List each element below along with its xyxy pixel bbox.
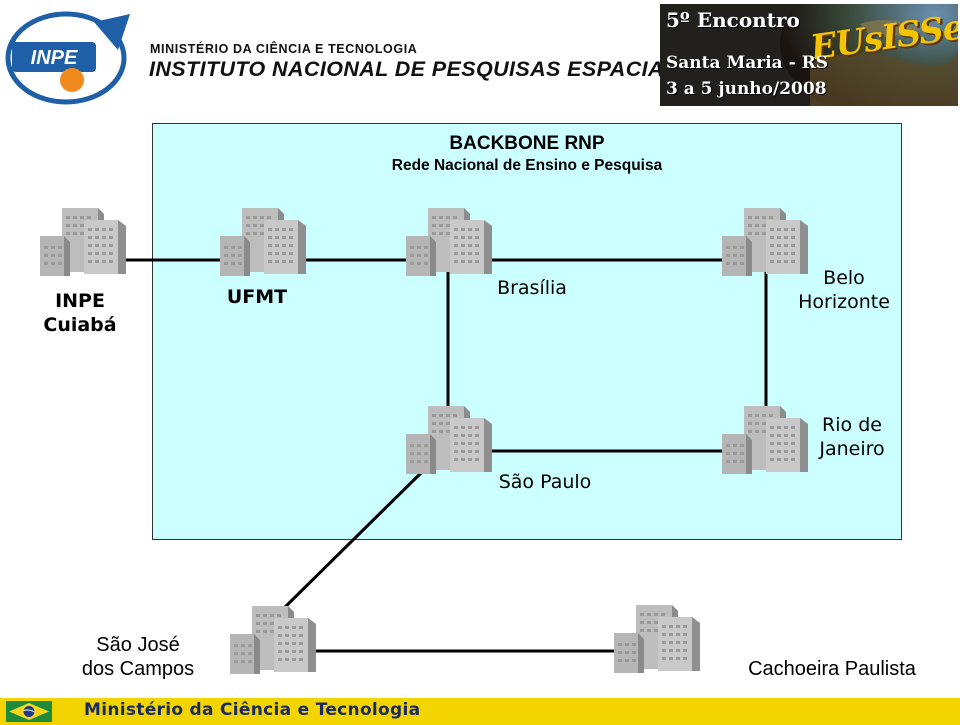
- node-label-inpe-line2: Cuiabá: [43, 314, 117, 336]
- node-label-belo-horizonte: Belo Horizonte: [780, 266, 908, 314]
- building-icon-cachoeira: [614, 605, 700, 673]
- node-label-sao-paulo: São Paulo: [498, 471, 592, 493]
- node-label-sao-jose-line2: dos Campos: [81, 658, 195, 680]
- node-label-cachoeira-paulista: Cachoeira Paulista: [748, 658, 916, 680]
- diagram-subtitle: Rede Nacional de Ensino e Pesquisa: [391, 157, 663, 174]
- ministry-header-text: MINISTÉRIO DA CIÊNCIA E TECNOLOGIA: [150, 42, 418, 56]
- node-label-brasilia: Brasília: [497, 277, 567, 299]
- node-label-rio-line2: Janeiro: [819, 438, 885, 460]
- node-label-rio-de-janeiro: Rio de Janeiro: [796, 413, 908, 461]
- inpe-logo: INPE: [5, 11, 130, 105]
- event-dates: 3 a 5 junho/2008: [666, 79, 827, 99]
- node-label-belo-line1: Belo: [823, 267, 865, 289]
- link-sao-paulo-sao-jose: [278, 468, 426, 614]
- diagram-title: BACKBONE RNP: [449, 133, 605, 154]
- brazil-flag-icon: [6, 701, 52, 722]
- node-label-sao-jose-line1: São José: [96, 634, 180, 656]
- event-title: 5º Encontro: [666, 8, 800, 32]
- building-icon-sao-paulo: [406, 406, 492, 474]
- node-label-inpe-cuiaba: INPE Cuiabá: [20, 289, 140, 337]
- node-label-sao-jose: São José dos Campos: [56, 633, 220, 681]
- event-logo-background: [660, 4, 958, 106]
- building-icon-ufmt: [220, 208, 306, 276]
- footer-bar: [0, 698, 960, 725]
- node-label-rio-line1: Rio de: [822, 414, 882, 436]
- building-icon-sao-jose: [230, 606, 316, 674]
- inpe-logo-text: INPE: [31, 47, 78, 69]
- node-label-inpe-line1: INPE: [55, 290, 105, 312]
- footer-ministry-text: Ministério da Ciência e Tecnologia: [84, 700, 421, 720]
- institute-name: INSTITUTO NACIONAL DE PESQUISAS ESPACIAI…: [149, 57, 686, 81]
- building-icon-inpe-cuiaba: [40, 208, 126, 276]
- building-icon-brasilia: [406, 208, 492, 276]
- event-place: Santa Maria - RS: [666, 53, 828, 73]
- event-logo: 5º Encontro EUsISSeA Santa Maria - RS 3 …: [660, 4, 958, 106]
- node-label-ufmt: UFMT: [226, 286, 288, 308]
- node-label-belo-line2: Horizonte: [798, 291, 890, 313]
